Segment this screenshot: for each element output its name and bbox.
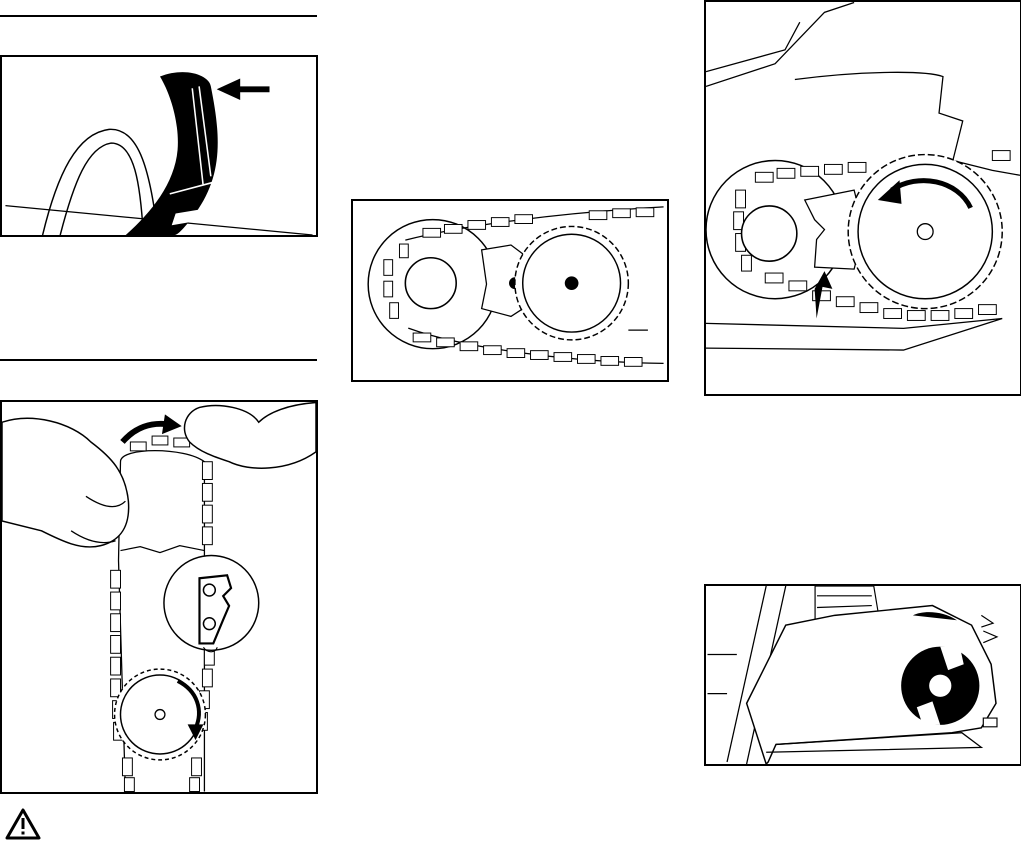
warning-triangle-icon bbox=[5, 807, 41, 841]
arrow-left-icon bbox=[217, 79, 270, 101]
sprocket-guide-drawing bbox=[353, 201, 667, 380]
sprocket-icon bbox=[848, 155, 1002, 309]
section-rule-top bbox=[0, 15, 317, 17]
figure-sprocket-chain-guide bbox=[351, 199, 669, 382]
brake-lever-drawing bbox=[2, 57, 316, 235]
figure-clutch-cover bbox=[704, 584, 1021, 766]
clutch-cover-drawing bbox=[706, 586, 1020, 764]
rim-sprocket-icon bbox=[515, 226, 628, 339]
figure-chain-on-bar bbox=[0, 400, 318, 794]
figure-sprocket-rotation bbox=[704, 0, 1021, 396]
figure-chain-brake-lever bbox=[0, 55, 318, 237]
clutch-drum-icon bbox=[901, 647, 979, 725]
chain-link-detail-icon bbox=[164, 556, 259, 652]
chain-on-bar-drawing bbox=[2, 402, 316, 792]
section-rule-middle bbox=[0, 359, 317, 361]
sprocket-icon bbox=[115, 669, 206, 760]
sprocket-rotation-drawing bbox=[706, 2, 1020, 394]
